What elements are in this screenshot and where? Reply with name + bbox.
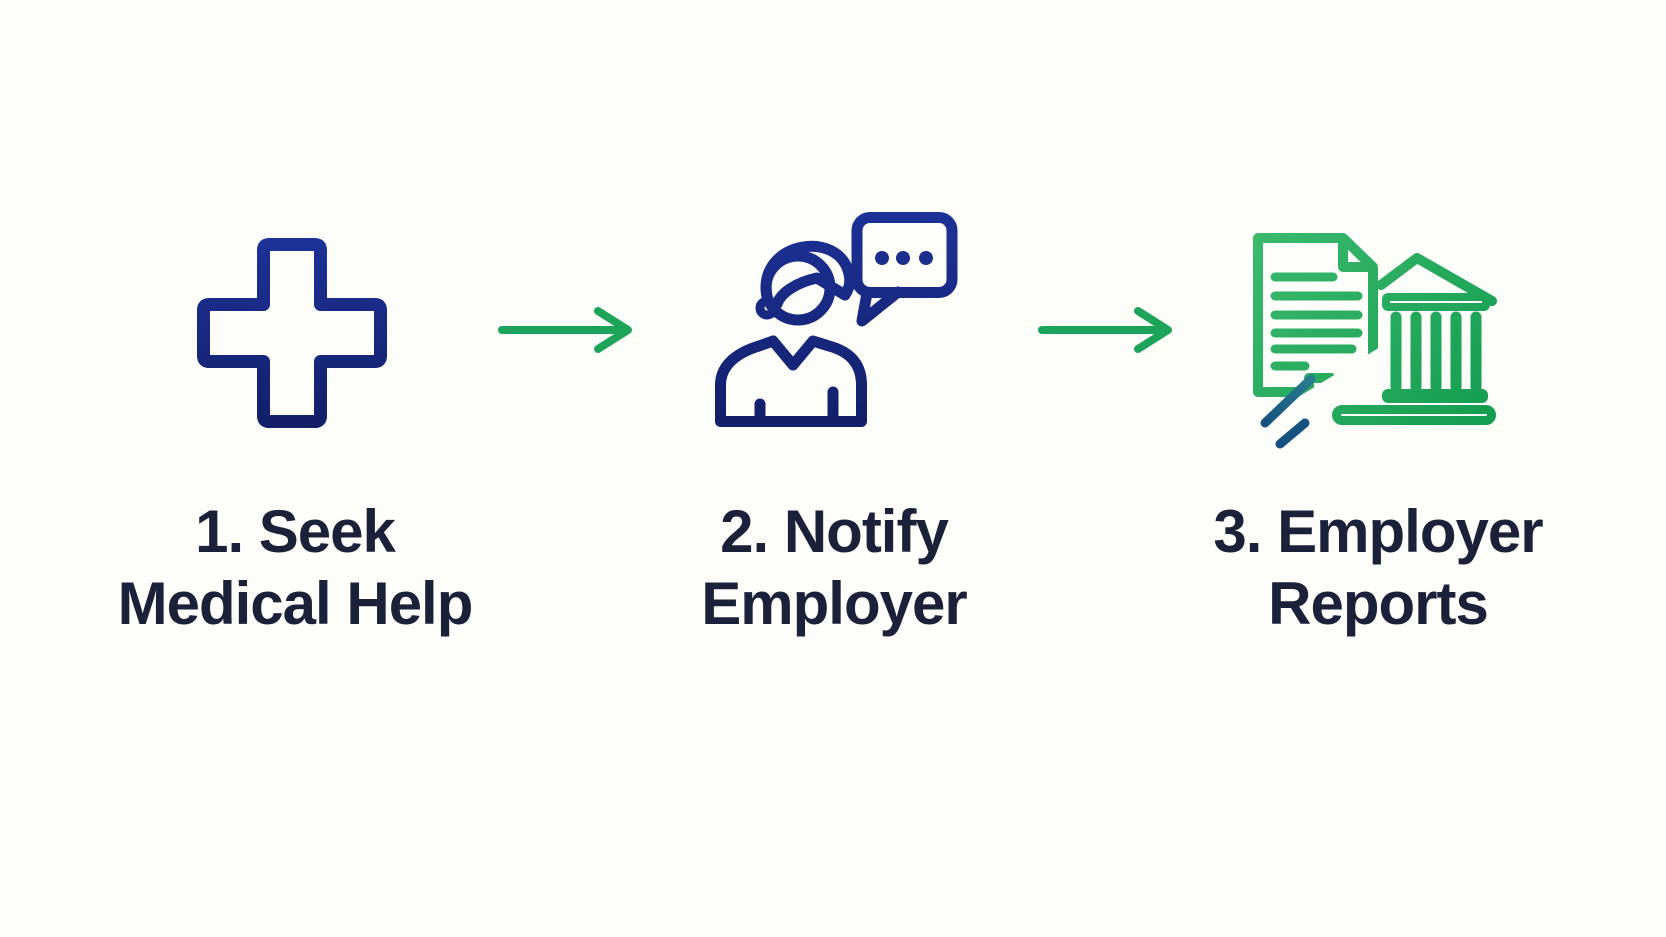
speech-bubble-dots	[875, 251, 933, 265]
pen-gap-band	[1291, 347, 1393, 417]
bank-building	[1332, 253, 1497, 425]
step-1-title-line-2: Medical Help	[117, 570, 474, 637]
person-hair	[760, 240, 856, 310]
speech-bubble-tail	[856, 286, 904, 327]
bank-pediment	[1376, 253, 1497, 306]
arrow-head	[594, 307, 632, 353]
bank-step-upper	[1382, 389, 1488, 403]
step-1-title-line-1: 1. Seek	[195, 498, 396, 565]
cross-shape	[197, 238, 387, 428]
document-text-lines	[1270, 272, 1363, 371]
person-torso	[715, 335, 867, 427]
pen-stroke-long	[1260, 374, 1316, 428]
person-sleeve-lines	[754, 386, 839, 427]
step-label-1: 1. Seek Medical Help	[117, 496, 474, 640]
bank-architrave	[1382, 293, 1490, 311]
step-2-title-line-2: Employer	[701, 570, 967, 637]
arrow-right-icon	[498, 307, 632, 353]
pen-stroke-short	[1275, 418, 1310, 449]
bank-step-base	[1332, 405, 1496, 425]
step-label-2: 2. Notify Employer	[701, 496, 967, 640]
step-2-title-line-1: 2. Notify	[720, 498, 949, 565]
arrow-right-icon	[1038, 307, 1172, 353]
document-bank-icon	[1253, 233, 1500, 449]
step-3-title-line-1: 3. Employer	[1213, 498, 1543, 565]
step-3-title-line-2: Reports	[1268, 570, 1489, 637]
arrow-head	[1134, 307, 1172, 353]
medical-cross-icon	[197, 238, 387, 428]
step-label-3: 3. Employer Reports	[1213, 496, 1543, 640]
speech-bubble	[851, 212, 958, 298]
person-speech-bubble-icon	[715, 212, 958, 427]
bank-columns	[1390, 311, 1482, 393]
